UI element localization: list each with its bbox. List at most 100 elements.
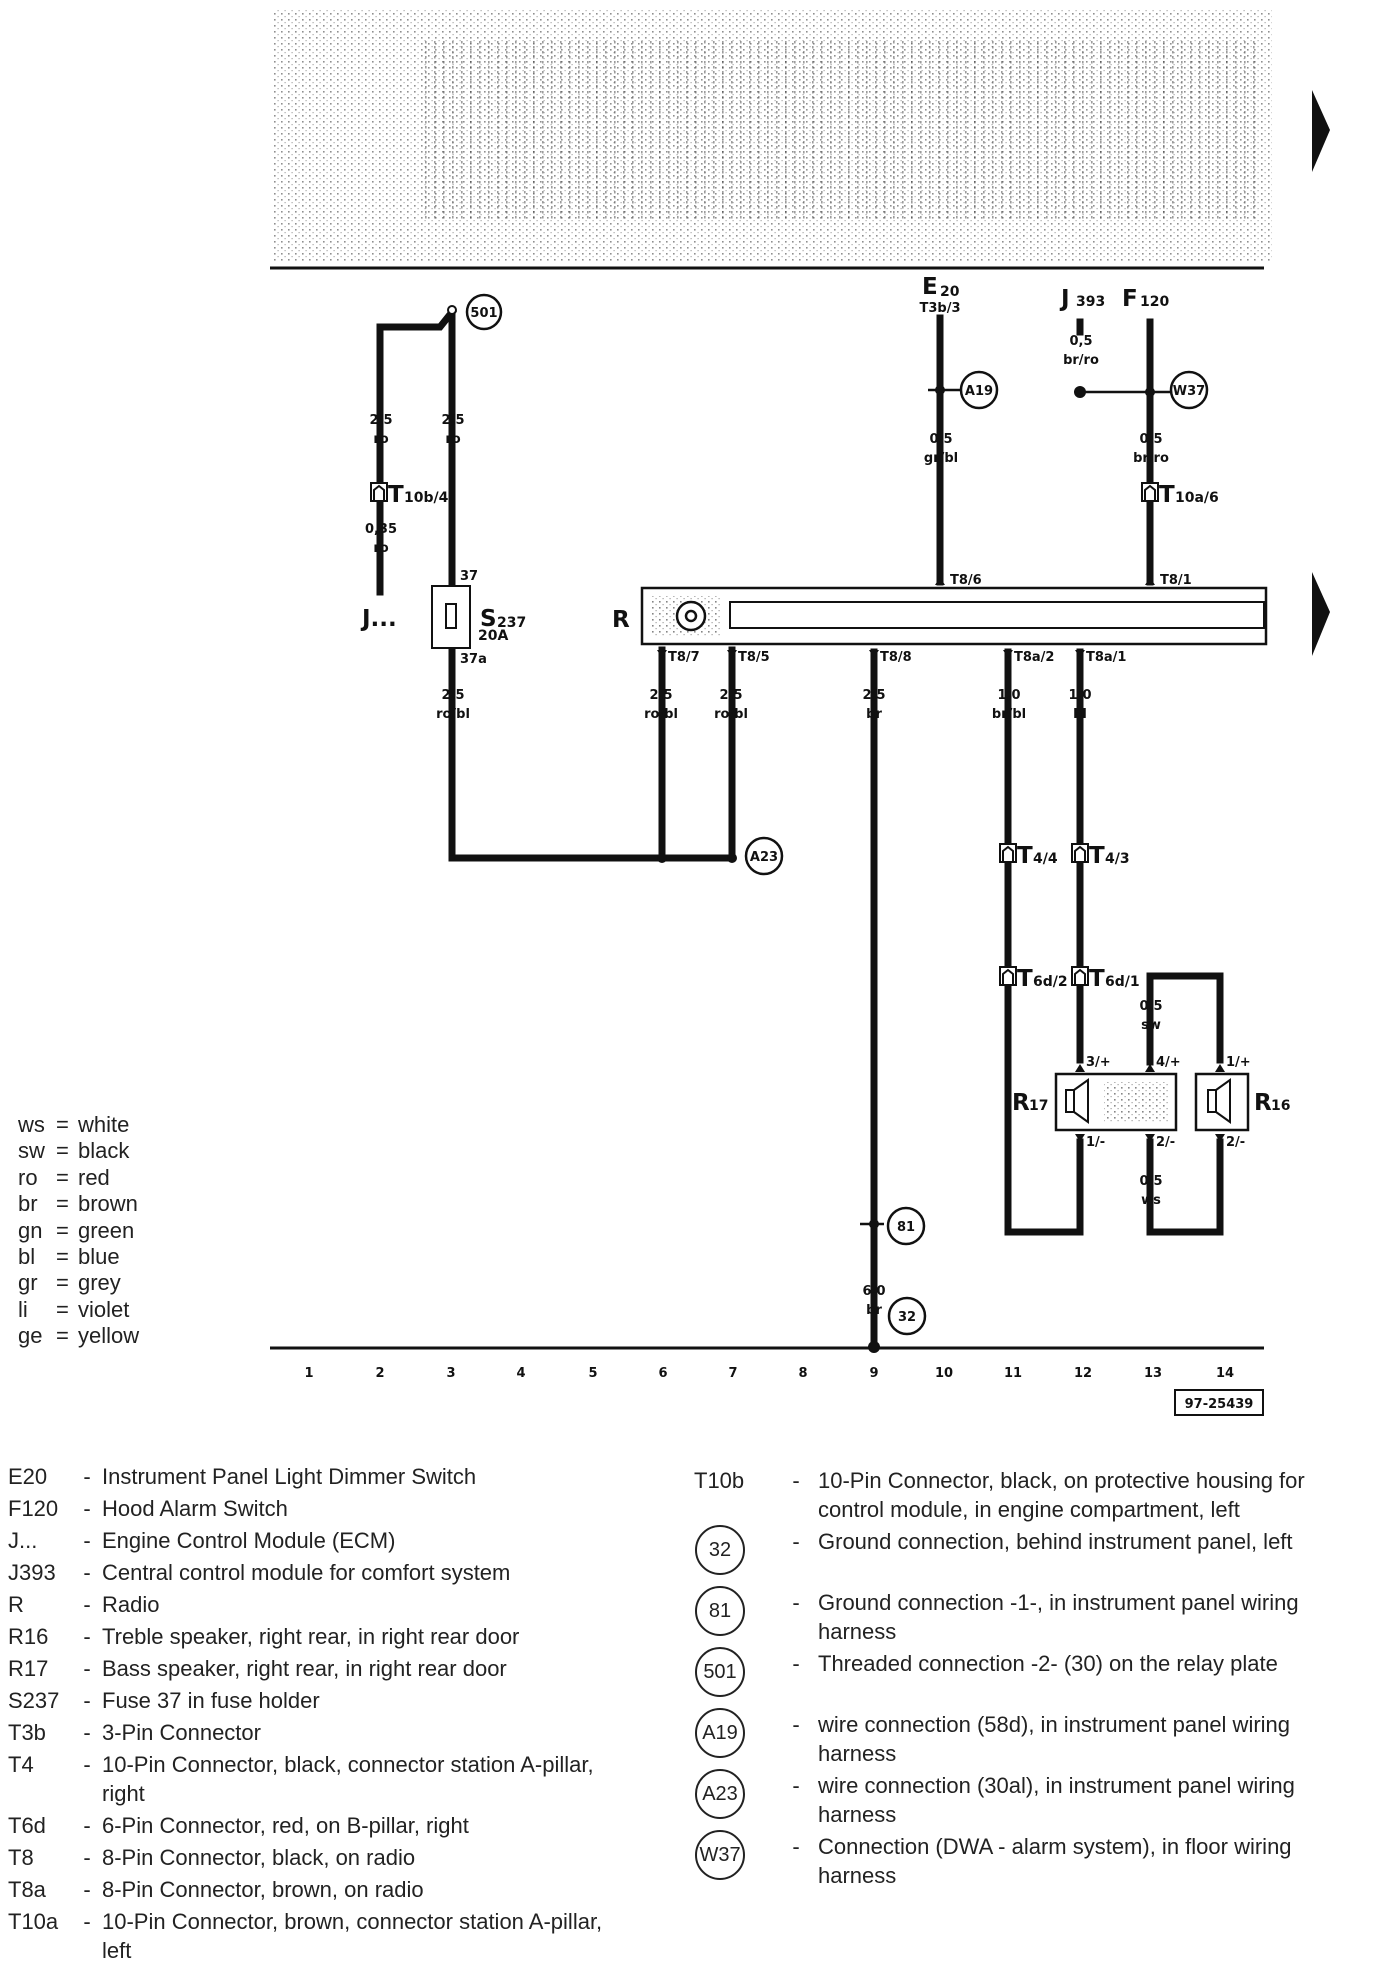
- legend-dash: -: [83, 1688, 91, 1713]
- legend-description: Ground connection, behind instrument pan…: [818, 1529, 1293, 1554]
- connection-symbol: 32: [694, 1525, 774, 1585]
- svg-text:2/-: 2/-: [1156, 1135, 1175, 1150]
- color-legend-row: ws=white: [18, 1112, 139, 1138]
- legend-dash: -: [83, 1813, 91, 1838]
- legend-description: Hood Alarm Switch: [102, 1496, 288, 1521]
- svg-text:T8/8: T8/8: [880, 650, 912, 665]
- svg-text:97-25439: 97-25439: [1185, 1397, 1254, 1412]
- connection-symbol: A23: [694, 1769, 774, 1829]
- color-name: green: [78, 1217, 135, 1243]
- reference-code: 97-25439: [1174, 1389, 1264, 1416]
- color-legend-row: bl=blue: [18, 1244, 139, 1270]
- legend-item: R-Radio: [8, 1590, 608, 1619]
- legend-item: 501-Threaded connection -2- (30) on the …: [694, 1647, 1354, 1707]
- grid-num: 1: [304, 1366, 313, 1381]
- color-legend-row: gr = grey: [18, 1270, 139, 1296]
- legend-description: wire connection (30al), in instrument pa…: [818, 1773, 1295, 1827]
- color-abbr: gr: [18, 1270, 38, 1296]
- svg-text:T: T: [1017, 966, 1033, 992]
- legend-dash: -: [83, 1845, 91, 1870]
- svg-text:6d/1: 6d/1: [1105, 974, 1140, 990]
- color-abbr: sw: [18, 1138, 45, 1164]
- color-legend-row: gn = green: [18, 1218, 139, 1244]
- legend-code: W37: [695, 1830, 745, 1880]
- svg-text:T: T: [1089, 966, 1105, 992]
- svg-text:237: 237: [497, 615, 526, 631]
- legend-description: Fuse 37 in fuse holder: [102, 1688, 320, 1713]
- color-legend-row: li=violet: [18, 1297, 139, 1323]
- grid-num: 5: [588, 1366, 597, 1381]
- legend-item: F120-Hood Alarm Switch: [8, 1494, 608, 1523]
- legend-description: Central control module for comfort syste…: [102, 1560, 511, 1585]
- legend-code: T10b: [694, 1468, 745, 1493]
- svg-text:120: 120: [1140, 294, 1169, 310]
- svg-text:2,5: 2,5: [441, 688, 464, 703]
- svg-text:3/+: 3/+: [1086, 1055, 1111, 1070]
- svg-text:T: T: [1017, 843, 1033, 869]
- legend-code: F120: [8, 1496, 59, 1521]
- grid-num: 4: [516, 1366, 525, 1381]
- grid-num: 12: [1074, 1366, 1092, 1381]
- svg-text:ro: ro: [373, 432, 388, 447]
- legend-item: A23 -wire connection (30al), in instrumen…: [694, 1769, 1354, 1829]
- component-legend-left: E20-Instrument Panel Light Dimmer Switch…: [8, 1462, 608, 1968]
- color-name: blue: [78, 1244, 120, 1270]
- color-legend-row: br=brown: [18, 1191, 139, 1217]
- legend-item: R17-Bass speaker, right rear, in right r…: [8, 1654, 608, 1683]
- equals-sign: =: [56, 1138, 69, 1164]
- equals-sign: =: [56, 1270, 69, 1296]
- equals-sign: =: [56, 1244, 69, 1270]
- legend-dash: -: [792, 1590, 800, 1615]
- legend-code: R17: [8, 1656, 49, 1681]
- color-name: grey: [78, 1270, 121, 1296]
- color-legend-row: ro=red: [18, 1165, 139, 1191]
- color-name: yellow: [78, 1323, 140, 1349]
- legend-dash: -: [83, 1909, 91, 1934]
- legend-dash: -: [792, 1712, 800, 1737]
- svg-text:R: R: [1254, 1090, 1272, 1116]
- legend-item: T8-8-Pin Connector, black, on radio: [8, 1843, 608, 1872]
- color-abbr: li: [18, 1296, 28, 1322]
- svg-text:F: F: [1122, 286, 1138, 312]
- svg-text:T: T: [388, 482, 404, 508]
- connector-t10a6: T 10a/6: [1141, 482, 1219, 508]
- color-abbr: ro: [18, 1164, 38, 1190]
- svg-text:T8/7: T8/7: [668, 650, 700, 665]
- svg-text:S: S: [480, 606, 497, 632]
- legend-item: T3b-3-Pin Connector: [8, 1718, 608, 1747]
- svg-text:br/ro: br/ro: [1133, 451, 1169, 466]
- legend-description: Ground connection -1-, in instrument pan…: [818, 1590, 1299, 1644]
- legend-description: 10-Pin Connector, black, connector stati…: [102, 1752, 594, 1806]
- grid-num: 9: [869, 1366, 878, 1381]
- legend-code: A23: [695, 1769, 745, 1819]
- connection-symbol: W37: [694, 1830, 774, 1890]
- svg-text:0,35: 0,35: [365, 522, 397, 537]
- color-name: black: [78, 1138, 130, 1164]
- ecm-label: J...: [360, 606, 397, 632]
- grid-num: 13: [1144, 1366, 1162, 1381]
- svg-text:ro: ro: [373, 541, 388, 556]
- equals-sign: =: [56, 1217, 69, 1243]
- svg-text:T8/1: T8/1: [1160, 573, 1192, 588]
- legend-dash: -: [83, 1464, 91, 1489]
- svg-text:1/+: 1/+: [1226, 1055, 1251, 1070]
- svg-text:E: E: [922, 274, 938, 300]
- svg-text:J: J: [1059, 286, 1070, 312]
- connection-a23: A23: [449, 836, 784, 876]
- legend-dash: -: [792, 1773, 800, 1798]
- legend-item: 32-Ground connection, behind instrument …: [694, 1525, 1354, 1585]
- svg-text:20A: 20A: [478, 628, 508, 644]
- legend-code: T4: [8, 1752, 34, 1777]
- svg-text:501: 501: [470, 306, 497, 321]
- legend-code: S237: [8, 1688, 60, 1713]
- svg-text:4/+: 4/+: [1156, 1055, 1181, 1070]
- legend-code: J393: [8, 1560, 56, 1585]
- svg-text:A23: A23: [750, 850, 778, 865]
- speaker-r16: R 16 1/+ 2/-: [1194, 1055, 1290, 1150]
- svg-text:1,0: 1,0: [997, 688, 1020, 703]
- legend-code: T10a: [8, 1909, 59, 1934]
- color-abbr: gn: [18, 1217, 43, 1243]
- grid-num: 10: [935, 1366, 953, 1381]
- svg-text:6d/2: 6d/2: [1033, 974, 1068, 990]
